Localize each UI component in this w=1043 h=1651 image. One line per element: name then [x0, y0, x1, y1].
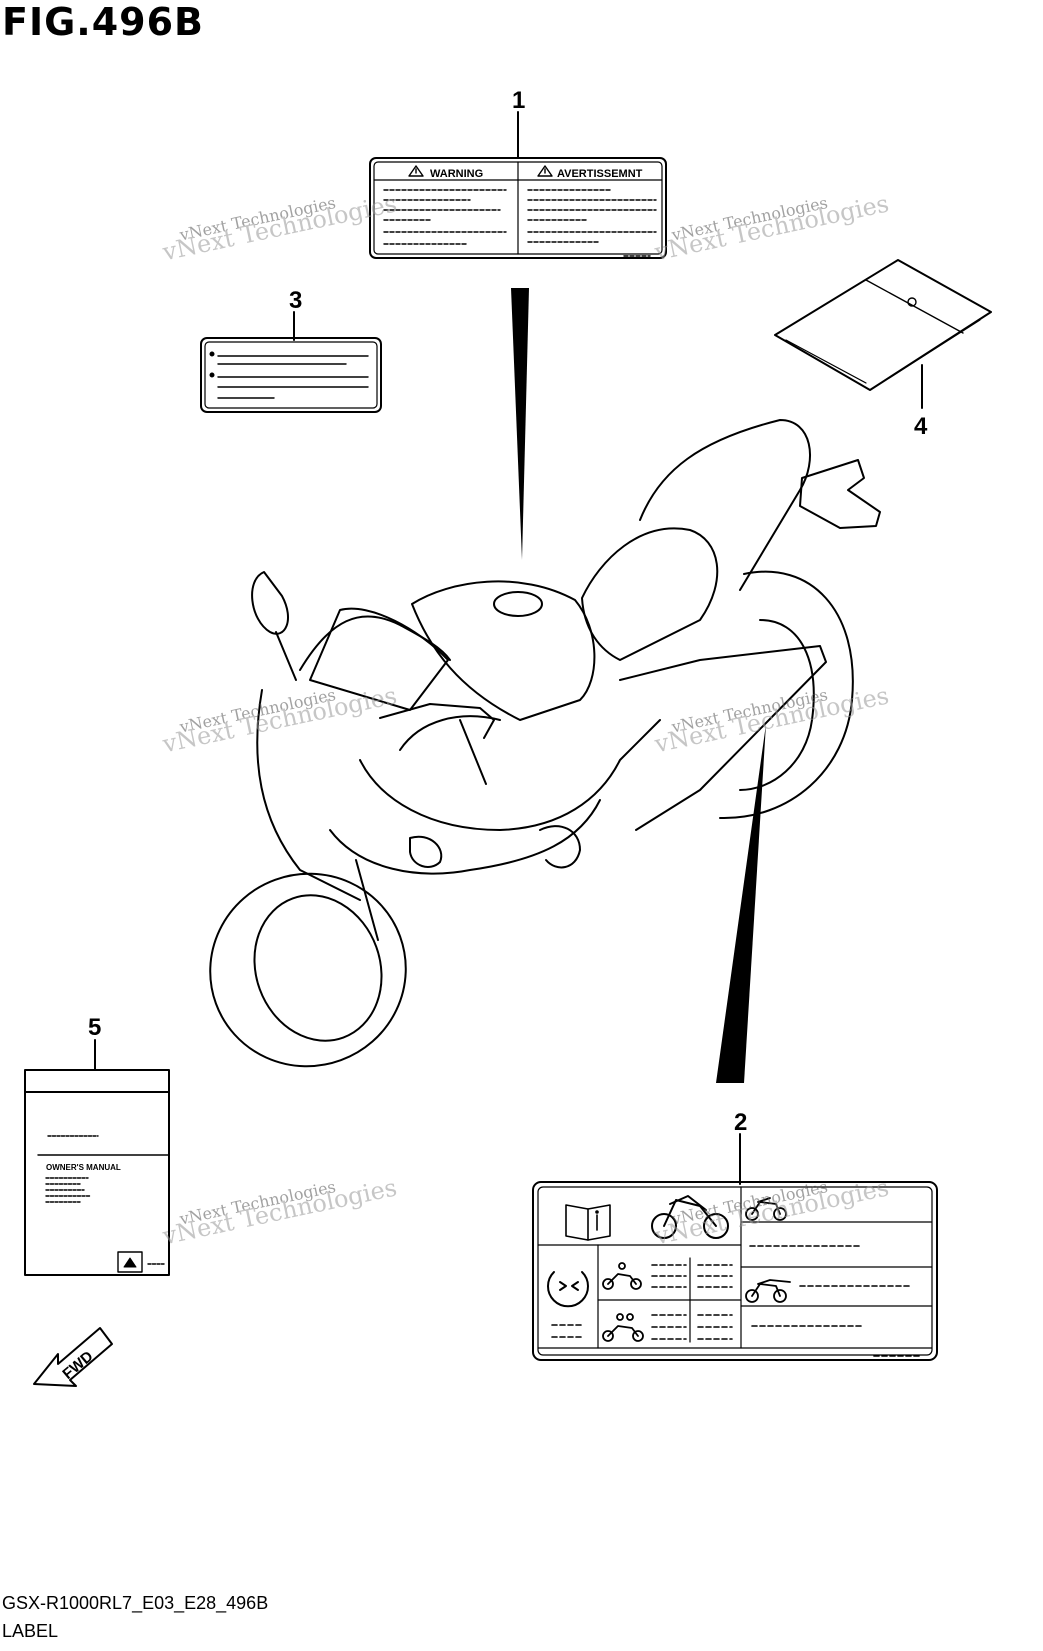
callout-2: 2	[734, 1109, 748, 1136]
motorcycle-illustration	[209, 419, 881, 1068]
label-4-sheet	[774, 259, 992, 391]
book-info-icon	[565, 1204, 611, 1241]
label-3	[200, 337, 382, 413]
figure-title: FIG.496B	[2, 0, 205, 44]
diagram-subtitle: LABEL	[2, 1621, 59, 1641]
rider-icon	[602, 1262, 642, 1290]
fwd-text: FWD	[59, 1348, 96, 1383]
callout-1: 1	[512, 87, 526, 114]
motorcycle-icon	[651, 1195, 729, 1239]
small-motorcycle-icon	[745, 1197, 791, 1303]
label-1-warning	[369, 157, 667, 259]
pointer-wedge-1	[511, 288, 529, 560]
label-1-avertissement-header: AVERTISSEMNT	[557, 168, 643, 180]
label-1-warning-header: WARNING	[430, 168, 483, 180]
diagram-code: GSX-R1000RL7_E03_E28_496B	[2, 1593, 269, 1613]
label-5-manual-title: OWNER'S MANUAL	[46, 1163, 121, 1172]
label-5-manual	[24, 1069, 170, 1276]
fwd-arrow-icon	[33, 1327, 113, 1387]
callout-4: 4	[914, 413, 928, 440]
label-2-info	[532, 1181, 938, 1361]
tire-pressure-icon	[547, 1271, 589, 1308]
callout-5: 5	[88, 1014, 102, 1041]
warning-triangle-icon	[408, 165, 553, 177]
passenger-icon	[602, 1313, 644, 1342]
pointer-wedge-2	[716, 724, 766, 1083]
callout-3: 3	[289, 287, 303, 314]
